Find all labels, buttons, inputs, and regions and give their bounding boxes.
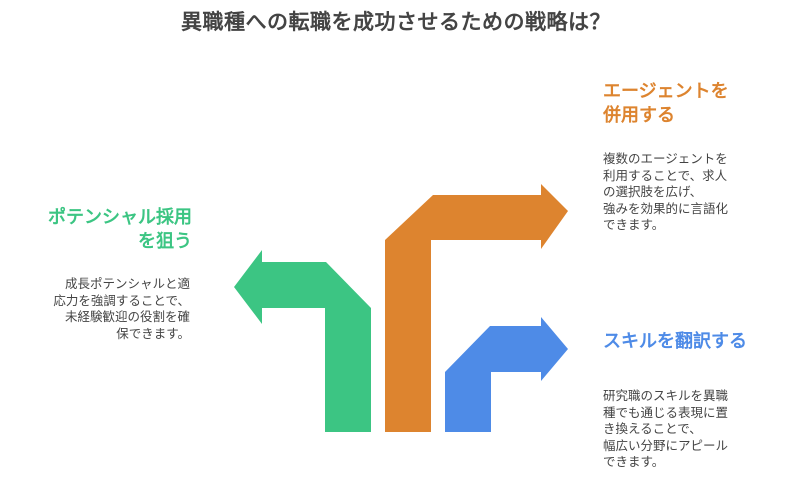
strategy-description-use-agents: 複数のエージェントを 利用することで、求人 の選択肢を広げ、 強みを効果的に言語…	[603, 151, 783, 234]
description-line: 幅広い分野にアピール	[603, 437, 729, 453]
description-line: 保できます。	[116, 325, 190, 341]
page-title: 異職種への転職を成功させるための戦略は？	[181, 10, 611, 34]
heading-line: エージェントを	[603, 81, 729, 102]
blue-arrow-shape	[445, 317, 568, 432]
heading-line: 併用する	[603, 105, 675, 126]
description-line: 未経験歓迎の役割を確	[64, 309, 190, 324]
description-line: 研究職のスキルを異職	[603, 388, 729, 403]
description-line: 応力を強調することで、	[53, 292, 190, 308]
description-line: できます。	[603, 454, 665, 469]
green-arrow	[320, 308, 325, 432]
heading-line: スキルを翻訳する	[603, 331, 747, 352]
strategy-description-potential-hiring: 成長ポテンシャルと適 応力を強調することで、 未経験歓迎の役割を確 保できます。	[10, 276, 190, 342]
green-arrow-shape	[234, 250, 371, 432]
orange-arrow-shape	[385, 184, 568, 432]
description-line: 強みを効果的に言語化	[603, 200, 729, 216]
strategy-heading-potential-hiring: ポテンシャル採用 を狙う	[10, 206, 192, 254]
description-line: 利用することで、求人	[603, 167, 728, 183]
description-line: できます。	[603, 217, 665, 232]
description-line: の選択肢を広げ、	[603, 184, 703, 199]
description-line: き換えることで、	[603, 421, 702, 436]
strategy-description-translate-skills: 研究職のスキルを異職 種でも通じる表現に置 き換えることで、 幅広い分野にアピー…	[603, 388, 783, 471]
description-line: 種でも通じる表現に置	[603, 404, 729, 420]
strategy-heading-use-agents: エージェントを 併用する	[603, 80, 783, 128]
description-line: 複数のエージェントを	[603, 151, 728, 166]
strategy-heading-translate-skills: スキルを翻訳する	[603, 330, 783, 354]
heading-line: を狙う	[138, 231, 192, 252]
description-line: 成長ポテンシャルと適	[64, 276, 190, 291]
heading-line: ポテンシャル採用	[48, 207, 192, 228]
